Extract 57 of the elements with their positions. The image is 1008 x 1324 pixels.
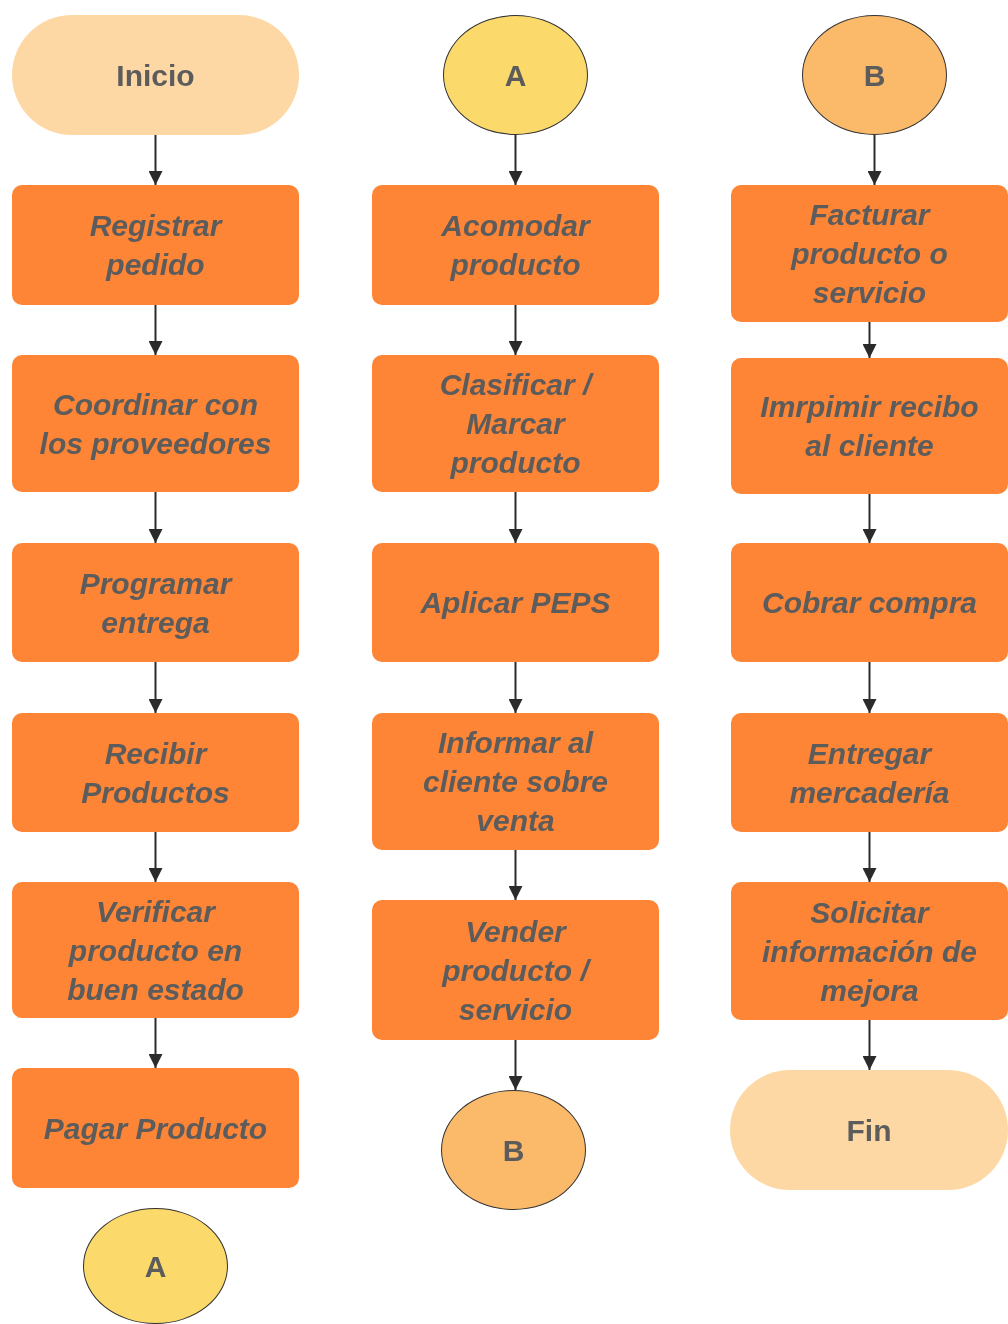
process-box [731,543,1008,662]
arrow [508,491,523,544]
node-label: Coordinar con los proveedores [39,386,272,462]
arrow [148,661,163,714]
node-label: Aplicar PEPS [420,585,611,621]
arrow [508,849,523,901]
node-label: Acomodar producto [440,208,592,283]
node-label: B [863,57,886,94]
node-label: Verificar producto en buen estado [66,893,245,1008]
process-box [372,185,659,305]
process-box [12,185,299,305]
arrow [148,1017,163,1069]
node-label: B [502,1132,525,1169]
arrow [862,321,877,359]
arrow [862,831,877,883]
terminal-shape [730,1070,1008,1190]
process-box [731,358,1008,494]
process-box [372,900,659,1040]
node-label: Programar entrega [78,565,234,641]
node-label: Registrar pedido [88,208,224,283]
arrow [508,134,523,186]
arrow [508,1039,523,1091]
node-label: Inicio [116,57,195,94]
node-label: Informar al cliente sobre venta [421,725,610,839]
process-box [12,1068,299,1188]
process-box [731,185,1008,322]
node-label: Facturar producto o servicio [789,197,949,311]
arrow [867,134,882,186]
node-label: Cobrar compra [761,585,978,621]
arrow [148,304,163,356]
node-label: A [144,1248,167,1285]
arrow [148,491,163,544]
process-box [372,543,659,662]
node-label: Pagar Producto [43,1110,268,1147]
arrow [862,493,877,544]
node-label: Clasificar / Marcar producto [438,367,595,481]
arrow [508,304,523,356]
node-label: Solicitar información de mejora [761,894,978,1009]
node-label: Entregar mercadería [788,735,951,811]
arrow [862,661,877,714]
arrow [508,661,523,714]
process-box [12,543,299,662]
node-label: A [504,57,527,94]
process-box [12,713,299,832]
arrow [862,1019,877,1071]
node-label: Recibir Productos [80,735,231,811]
node-label: Imrpimir recibo al cliente [759,389,980,464]
process-box [12,355,299,492]
process-box [372,713,659,850]
arrow [148,134,163,186]
process-box [12,882,299,1018]
process-box [731,882,1008,1020]
node-label: Fin [846,1112,892,1149]
process-box [372,355,659,492]
process-box [731,713,1008,832]
node-label: Vender producto / servicio [399,911,632,1029]
arrow [148,831,163,883]
